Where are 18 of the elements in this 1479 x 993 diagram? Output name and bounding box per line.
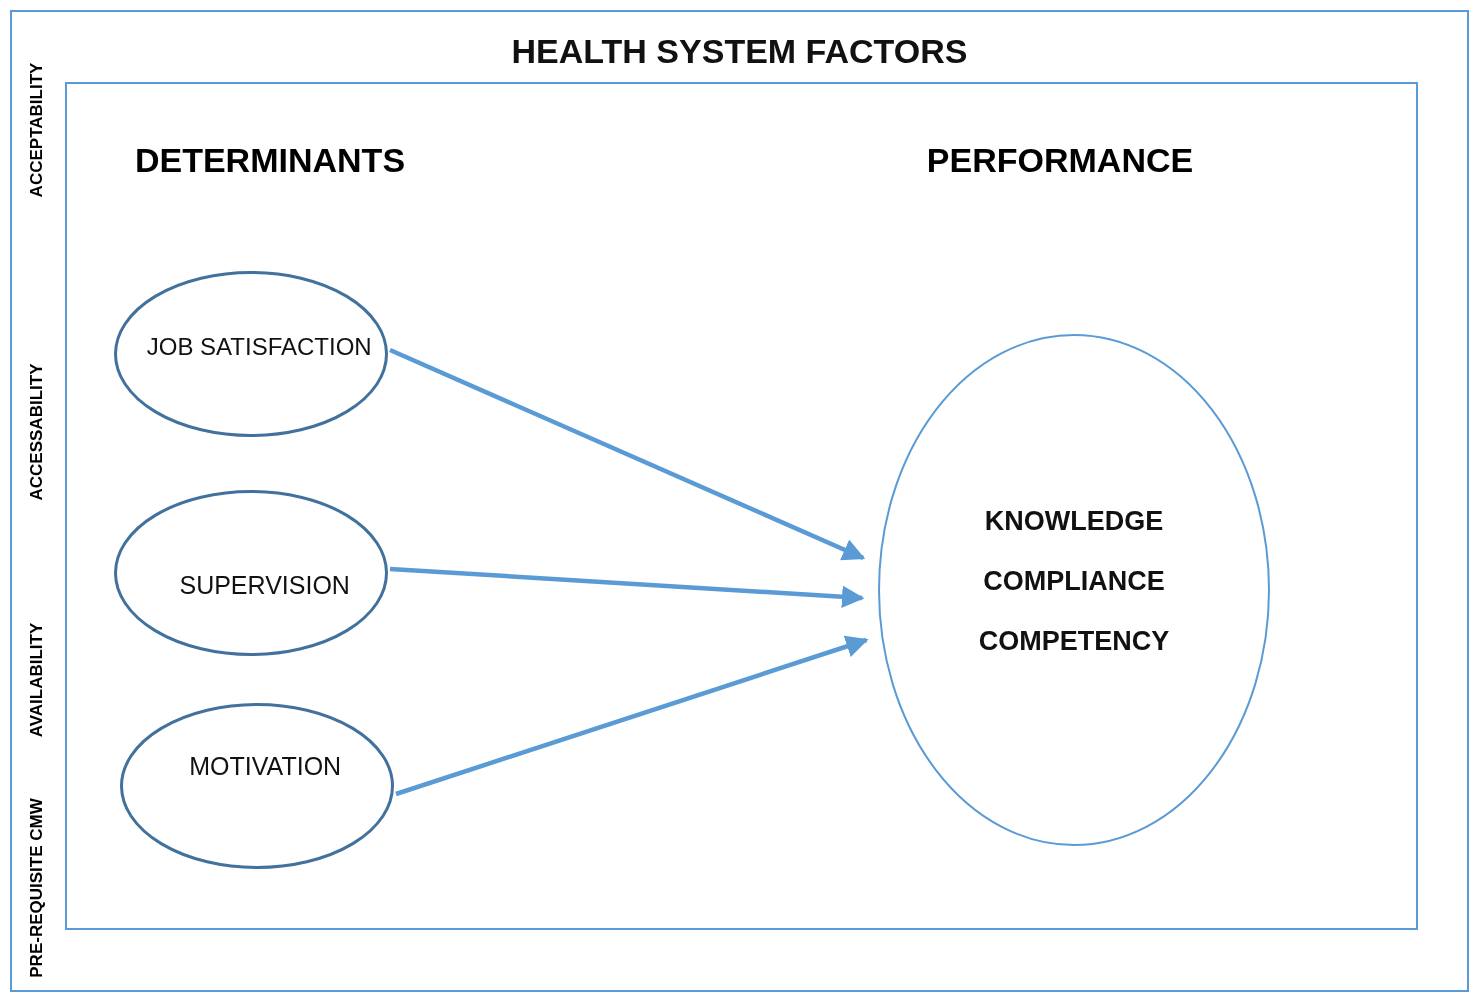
arrow: [389, 566, 865, 608]
arrow: [395, 635, 869, 797]
node-label: SUPERVISION: [179, 570, 350, 600]
outer-frame: [10, 10, 1469, 992]
side-label: ACCESSABILITY: [27, 363, 47, 501]
column-heading: DETERMINANTS: [134, 140, 406, 180]
column-heading: PERFORMANCE: [926, 140, 1194, 180]
arrow: [389, 347, 866, 561]
side-label: PRE-REQUISITE CMW: [27, 798, 47, 978]
frame-title: HEALTH SYSTEM FACTORS: [511, 32, 968, 71]
node-label: JOB SATISFACTION: [146, 333, 372, 362]
node-label: COMPETENCY: [978, 625, 1170, 657]
side-label: AVAILABILITY: [27, 622, 47, 738]
node-label: COMPLIANCE: [983, 565, 1165, 597]
node-label: KNOWLEDGE: [984, 505, 1164, 537]
inner-frame: [65, 82, 1418, 930]
side-label: ACCEPTABILITY: [27, 62, 47, 198]
node-label: MOTIVATION: [189, 751, 342, 781]
